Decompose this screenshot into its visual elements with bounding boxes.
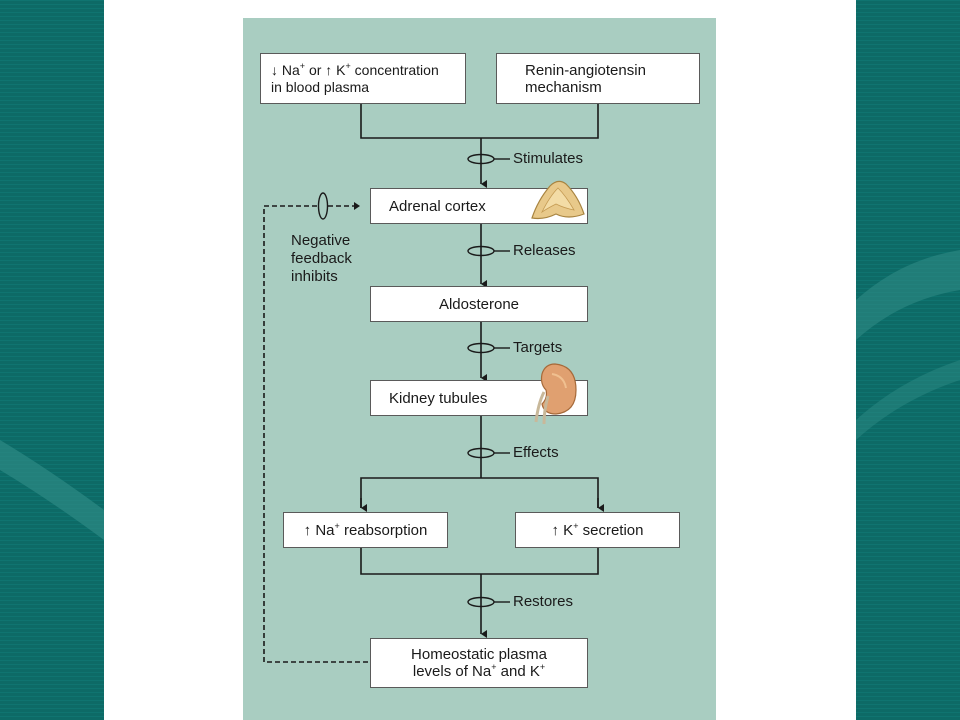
na-reabsorption-box: ↑ Na+ reabsorption	[283, 512, 448, 548]
targets-label: Targets	[513, 339, 563, 356]
k-secretion-box: ↑ K+ secretion	[515, 512, 680, 548]
diagram-panel	[243, 18, 716, 720]
homeostatic-box: Homeostatic plasma levels of Na+ and K+	[370, 638, 588, 688]
renin-line1: Renin-angiotensin	[525, 61, 646, 79]
na-k-concentration-line2: in blood plasma	[271, 78, 370, 95]
aldosterone-box: Aldosterone	[370, 286, 588, 322]
kidney-tubules-label: Kidney tubules	[389, 389, 488, 407]
adrenal-cortex-label: Adrenal cortex	[389, 197, 486, 215]
renin-line2: mechanism	[525, 78, 602, 96]
stimulates-label: Stimulates	[513, 150, 584, 167]
up-arrow-icon: ↑	[303, 521, 312, 539]
down-arrow-icon: ↓	[271, 61, 278, 78]
homeostatic-line1: Homeostatic plasma	[411, 646, 547, 663]
homeostatic-line2: levels of Na+ and K+	[412, 662, 546, 681]
effects-label: Effects	[513, 444, 559, 461]
aldosterone-label: Aldosterone	[438, 295, 520, 313]
restores-label: Restores	[513, 593, 574, 610]
kidney-icon	[534, 363, 577, 425]
up-arrow-icon: ↑	[325, 61, 333, 78]
up-arrow-icon: ↑	[551, 521, 560, 539]
negative-feedback-label: Negative feedback inhibits	[291, 232, 352, 285]
releases-label: Releases	[513, 242, 576, 259]
renin-angiotensin-box: Renin-angiotensin mechanism	[496, 53, 700, 104]
adrenal-gland-icon	[531, 180, 585, 220]
na-k-concentration-box: ↓ Na+ or ↑ K+ concentration in blood pla…	[260, 53, 466, 104]
